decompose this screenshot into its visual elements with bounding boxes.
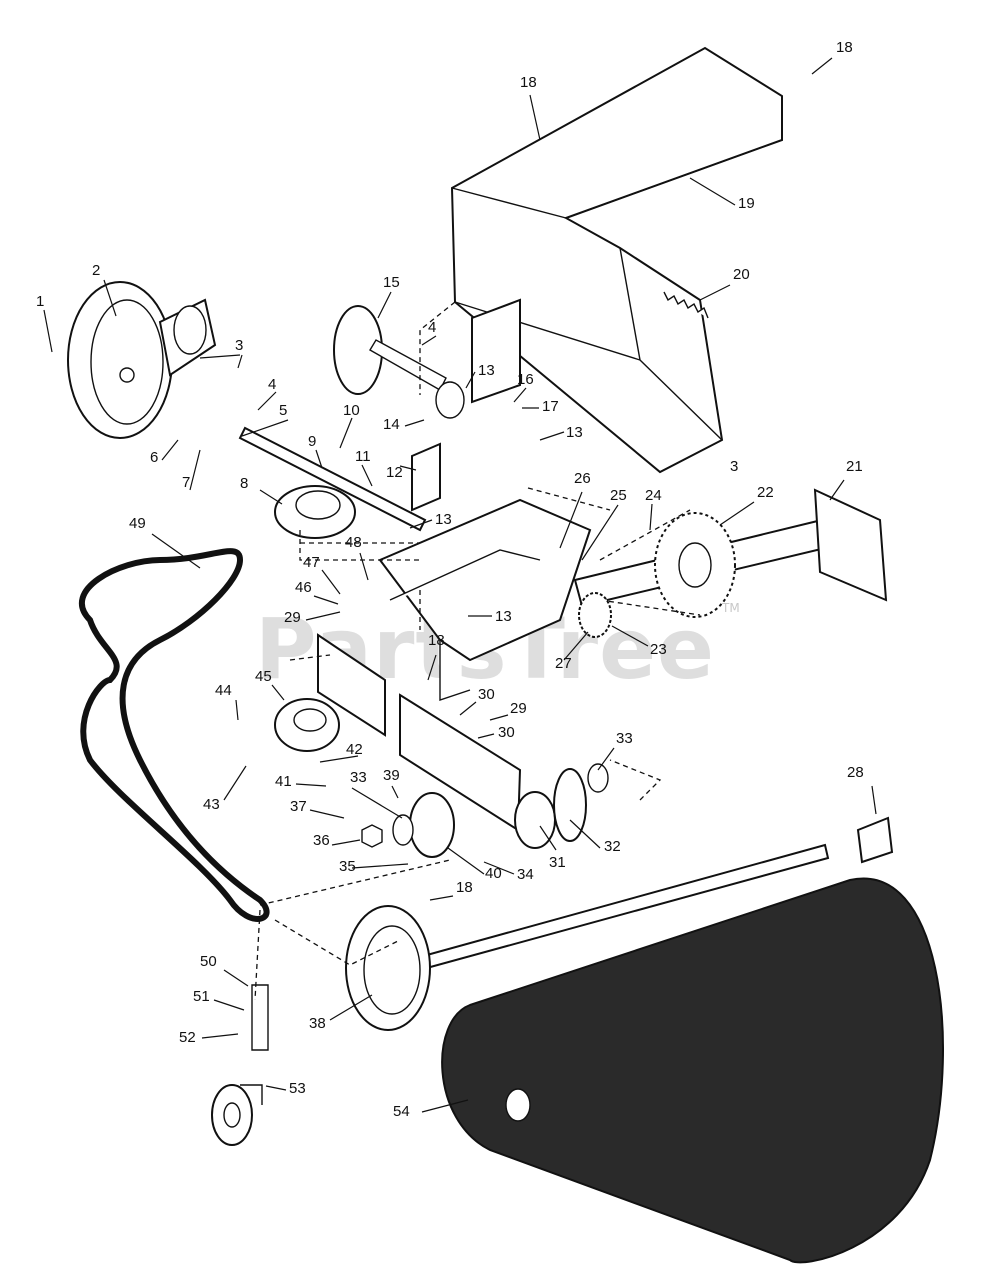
callout-3: 3 bbox=[730, 458, 738, 475]
leader-lines bbox=[43, 57, 877, 1113]
housing-cover bbox=[450, 46, 783, 474]
callout-2: 2 bbox=[92, 262, 100, 279]
callout-30: 30 bbox=[478, 686, 495, 703]
callout-52: 52 bbox=[179, 1029, 196, 1046]
bearing bbox=[435, 381, 465, 419]
callout-5: 5 bbox=[279, 402, 287, 419]
callout-15: 15 bbox=[383, 274, 400, 291]
callout-18: 18 bbox=[456, 879, 473, 896]
callout-13: 13 bbox=[495, 608, 512, 625]
callout-42: 42 bbox=[346, 741, 363, 758]
callout-43: 43 bbox=[203, 796, 220, 813]
drive-pulley bbox=[345, 905, 431, 1031]
callout-39: 39 bbox=[383, 767, 400, 784]
brush-roll bbox=[441, 877, 944, 1264]
watermark-tm: TM bbox=[721, 601, 740, 615]
shaft bbox=[238, 426, 427, 532]
callout-29: 29 bbox=[284, 609, 301, 626]
callout-13: 13 bbox=[566, 424, 583, 441]
sprocket-small bbox=[578, 592, 612, 638]
callout-47: 47 bbox=[303, 554, 320, 571]
callout-31: 31 bbox=[549, 854, 566, 871]
callout-46: 46 bbox=[295, 579, 312, 596]
caster-bracket bbox=[251, 984, 269, 1051]
sprocket-large bbox=[654, 512, 736, 618]
frame bbox=[378, 498, 592, 701]
spring bbox=[663, 291, 709, 319]
bearing-plate bbox=[471, 298, 521, 404]
callout-36: 36 bbox=[313, 832, 330, 849]
callout-33: 33 bbox=[350, 769, 367, 786]
bearing-housing bbox=[514, 763, 609, 849]
callout-28: 28 bbox=[847, 764, 864, 781]
callout-12: 12 bbox=[386, 464, 403, 481]
callout-8: 8 bbox=[240, 475, 248, 492]
callout-16: 16 bbox=[517, 371, 534, 388]
chain bbox=[599, 509, 701, 616]
callout-38: 38 bbox=[309, 1015, 326, 1032]
callout-13: 13 bbox=[478, 362, 495, 379]
callout-37: 37 bbox=[290, 798, 307, 815]
bracket bbox=[411, 442, 441, 512]
callout-40: 40 bbox=[485, 865, 502, 882]
callout-4: 4 bbox=[428, 319, 436, 336]
callout-27: 27 bbox=[555, 655, 572, 672]
idler-pulley bbox=[274, 698, 340, 752]
callout-1: 1 bbox=[36, 293, 44, 310]
pulley-upper bbox=[333, 305, 447, 395]
callout-14: 14 bbox=[383, 416, 400, 433]
callout-22: 22 bbox=[757, 484, 774, 501]
callout-49: 49 bbox=[129, 515, 146, 532]
callout-53: 53 bbox=[289, 1080, 306, 1097]
callout-54: 54 bbox=[393, 1103, 410, 1120]
callout-25: 25 bbox=[610, 487, 627, 504]
callout-48: 48 bbox=[345, 534, 362, 551]
callout-6: 6 bbox=[150, 449, 158, 466]
callout-44: 44 bbox=[215, 682, 232, 699]
bearing-flange bbox=[409, 792, 455, 858]
callout-18: 18 bbox=[520, 74, 537, 91]
callout-11: 11 bbox=[355, 448, 371, 465]
flange-hub bbox=[173, 305, 207, 355]
callout-19: 19 bbox=[738, 195, 755, 212]
callout-35: 35 bbox=[339, 858, 356, 875]
callout-10: 10 bbox=[343, 402, 360, 419]
belt bbox=[79, 548, 270, 922]
pulley-small bbox=[274, 485, 356, 539]
callout-17: 17 bbox=[542, 398, 559, 415]
callout-30: 30 bbox=[498, 724, 515, 741]
callout-21: 21 bbox=[846, 458, 863, 475]
callout-24: 24 bbox=[645, 487, 662, 504]
callout-13: 13 bbox=[435, 511, 452, 528]
caster-wheel bbox=[211, 1084, 263, 1146]
callout-33: 33 bbox=[616, 730, 633, 747]
callout-3: 3 bbox=[235, 337, 243, 354]
callout-18: 18 bbox=[428, 632, 445, 649]
callout-32: 32 bbox=[604, 838, 621, 855]
bushing bbox=[856, 816, 894, 864]
callout-4: 4 bbox=[268, 376, 276, 393]
callout-9: 9 bbox=[308, 433, 316, 450]
callout-20: 20 bbox=[733, 266, 750, 283]
callout-29: 29 bbox=[510, 700, 527, 717]
callout-50: 50 bbox=[200, 953, 217, 970]
callout-51: 51 bbox=[193, 988, 210, 1005]
callout-18: 18 bbox=[836, 39, 853, 56]
callout-45: 45 bbox=[255, 668, 272, 685]
callout-23: 23 bbox=[650, 641, 667, 658]
callout-34: 34 bbox=[517, 866, 534, 883]
hex-nut bbox=[361, 824, 383, 848]
guide-lines bbox=[254, 301, 662, 1001]
callout-26: 26 bbox=[574, 470, 591, 487]
callout-7: 7 bbox=[182, 474, 190, 491]
pulley-large bbox=[67, 281, 173, 439]
callout-41: 41 bbox=[275, 773, 292, 790]
washer bbox=[392, 814, 414, 846]
side-plate-left bbox=[317, 633, 386, 737]
